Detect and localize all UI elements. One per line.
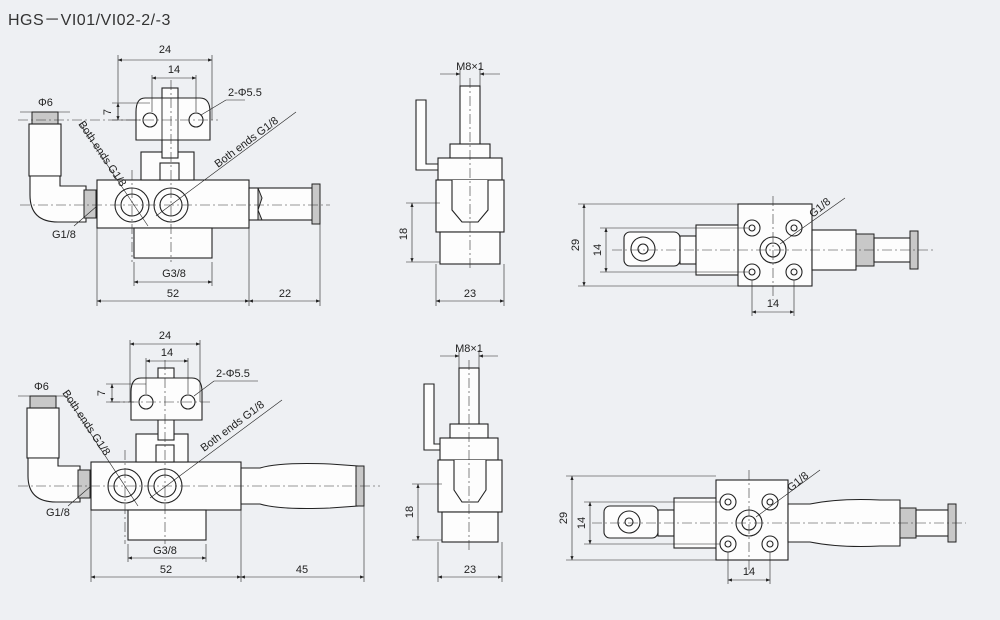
dim-7: 7 — [102, 109, 114, 115]
dim-45-b: 45 — [296, 564, 308, 576]
label-both-ends-left: Both ends G1/8 — [76, 119, 129, 189]
label-plan-g18: G1/8 — [807, 196, 833, 221]
label-g18: G1/8 — [52, 229, 76, 241]
dim-23-b: 23 — [464, 564, 476, 576]
label-plan-g18-b: G1/8 — [785, 470, 811, 495]
label-both-ends-right: Both ends G1/8 — [213, 115, 281, 171]
dim-22: 22 — [279, 288, 291, 300]
label-g38-b: G3/8 — [153, 545, 177, 557]
label-m8-b: M8×1 — [455, 343, 483, 355]
top-side-view: M8×1 18 23 — [398, 61, 505, 306]
label-g38: G3/8 — [162, 268, 186, 280]
label-g18-b: G1/8 — [46, 507, 70, 519]
label-m8: M8×1 — [456, 61, 484, 73]
label-holes: 2-Φ5.5 — [228, 87, 262, 99]
dim-24: 24 — [159, 44, 171, 56]
dim-14-b: 14 — [161, 347, 173, 359]
dim-52-b: 52 — [160, 564, 172, 576]
dim-7-b: 7 — [96, 390, 108, 396]
page-title: HGS－VI01/VI02-2/-3 — [8, 12, 171, 29]
label-holes-b: 2-Φ5.5 — [216, 368, 250, 380]
dim-29-b: 29 — [558, 512, 570, 524]
dim-29: 29 — [570, 239, 582, 251]
label-both-ends-left-b: Both ends G1/8 — [60, 388, 113, 458]
dim-14h: 14 — [767, 298, 779, 310]
dim-14v-b: 14 — [576, 517, 588, 529]
top-front-view: 24 14 7 2-Φ5.5 Φ6 Both ends G1/8 Both en… — [18, 44, 330, 306]
dim-24-b: 24 — [159, 330, 171, 342]
dim-23: 23 — [464, 288, 476, 300]
dim-52: 52 — [167, 288, 179, 300]
dim-18: 18 — [398, 228, 410, 240]
label-phi6-b: Φ6 — [34, 381, 49, 393]
dim-14: 14 — [168, 64, 180, 76]
top-plan-view: 29 14 G1/8 14 — [570, 196, 936, 316]
dim-14h-b: 14 — [743, 566, 755, 578]
dim-18-b: 18 — [404, 506, 416, 518]
label-both-ends-right-b: Both ends G1/8 — [199, 399, 267, 455]
bottom-front-view: 24 14 7 2-Φ5.5 Φ6 Both ends G1/8 Both en… — [18, 330, 380, 582]
dim-14v: 14 — [592, 244, 604, 256]
bottom-side-view: M8×1 18 23 — [404, 343, 503, 582]
label-phi6: Φ6 — [38, 97, 53, 109]
bottom-plan-view: 29 14 G1/8 14 — [558, 469, 966, 584]
